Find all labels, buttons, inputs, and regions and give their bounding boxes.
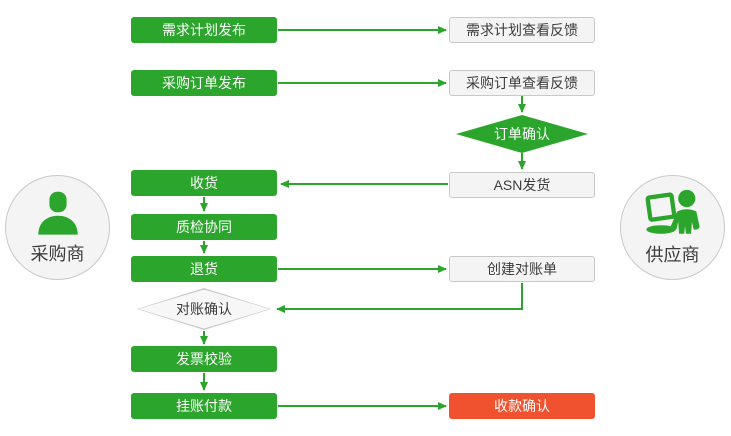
step-create-statement: 创建对账单 xyxy=(449,256,595,282)
step-label: 需求计划查看反馈 xyxy=(466,22,578,38)
person-laptop-icon xyxy=(645,189,700,234)
step-label: 需求计划发布 xyxy=(162,22,246,38)
actor-supplier: 供应商 xyxy=(620,175,725,280)
step-label: 收款确认 xyxy=(494,398,550,414)
step-receive-goods: 收货 xyxy=(131,170,277,196)
step-label: 收货 xyxy=(190,175,218,191)
step-label: 发票校验 xyxy=(176,351,232,367)
step-label: 质检协同 xyxy=(176,219,232,235)
step-demand-plan-publish: 需求计划发布 xyxy=(131,17,277,43)
step-receipt-confirm: 收款确认 xyxy=(449,393,595,419)
step-purchase-order-feedback: 采购订单查看反馈 xyxy=(449,70,595,96)
actor-buyer: 采购商 xyxy=(5,175,110,280)
step-label: 订单确认 xyxy=(494,126,550,142)
step-asn-shipment: ASN发货 xyxy=(449,172,595,198)
step-label: ASN发货 xyxy=(493,177,551,193)
step-payment-on-account: 挂账付款 xyxy=(131,393,277,419)
step-label: 挂账付款 xyxy=(176,398,232,414)
decision-order-confirm: 订单确认 xyxy=(456,115,588,153)
actor-buyer-label: 采购商 xyxy=(30,243,85,264)
person-icon xyxy=(37,191,78,235)
step-label: 对账确认 xyxy=(176,301,232,317)
actor-supplier-label: 供应商 xyxy=(645,244,700,265)
step-demand-plan-feedback: 需求计划查看反馈 xyxy=(449,17,595,43)
step-quality-inspection: 质检协同 xyxy=(131,214,277,240)
step-return-goods: 退货 xyxy=(131,256,277,282)
step-label: 退货 xyxy=(190,261,218,277)
decision-reconciliation-confirm: 对账确认 xyxy=(137,288,271,330)
step-purchase-order-publish: 采购订单发布 xyxy=(131,70,277,96)
step-label: 创建对账单 xyxy=(487,261,557,277)
step-label: 采购订单查看反馈 xyxy=(466,75,578,91)
connector-statement-to-recon xyxy=(276,283,523,313)
step-label: 采购订单发布 xyxy=(162,75,246,91)
step-invoice-verification: 发票校验 xyxy=(131,346,277,372)
